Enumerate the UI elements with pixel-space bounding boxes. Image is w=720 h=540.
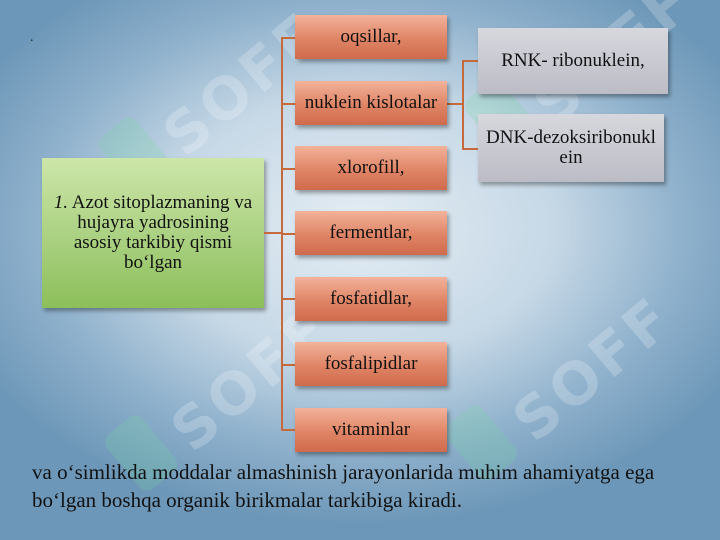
- footer-text: va o‘simlikda moddalar almashinish jaray…: [32, 460, 655, 512]
- connector-sub-trunk: [462, 60, 464, 150]
- sub-item-box: DNK-dezoksiribonuklein: [478, 114, 664, 182]
- connector-item: [281, 233, 295, 235]
- connector-main: [264, 232, 282, 234]
- main-box-text: Azot sitoplazmaning va hujayra yadrosini…: [71, 192, 253, 273]
- item-box: oqsillar,: [295, 15, 447, 59]
- connector-sub-item: [462, 148, 478, 150]
- item-box: fosfalipidlar: [295, 342, 447, 386]
- item-box: fosfatidlar,: [295, 277, 447, 321]
- connector-item: [281, 429, 295, 431]
- connector-item: [281, 103, 295, 105]
- main-box: 1. Azot sitoplazmaning va hujayra yadros…: [42, 158, 264, 308]
- connector-item: [281, 364, 295, 366]
- connector-item: [281, 168, 295, 170]
- item-box: nuklein kislotalar: [295, 81, 447, 125]
- watermark-text: SOFF: [499, 283, 687, 455]
- corner-mark: .: [30, 30, 34, 45]
- connector-item: [281, 37, 295, 39]
- connector-sub-item: [462, 60, 478, 62]
- main-box-number: 1.: [53, 192, 69, 214]
- item-box: xlorofill,: [295, 146, 447, 190]
- connector-item: [281, 298, 295, 300]
- sub-item-box: RNK- ribonuklein,: [478, 28, 668, 94]
- connector-sub: [447, 103, 463, 105]
- item-box: vitaminlar: [295, 408, 447, 452]
- item-box: fermentlar,: [295, 211, 447, 255]
